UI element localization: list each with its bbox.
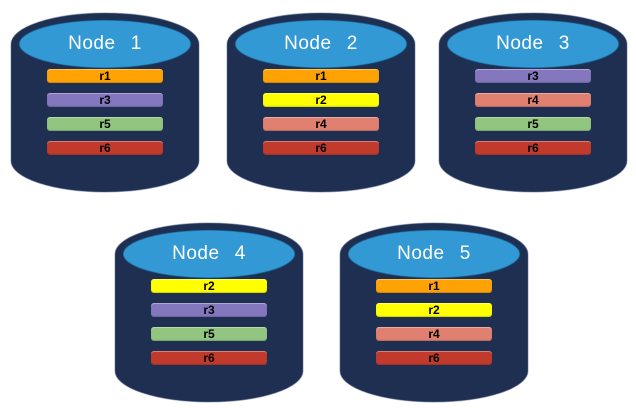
replica-bar: r3	[47, 93, 163, 107]
database-node-2: Node 2 r1 r2 r4 r6	[226, 6, 416, 196]
replica-bar: r1	[47, 69, 163, 83]
replica-list: r2 r3 r5 r6	[151, 279, 267, 365]
cylinder-top-shape	[234, 19, 408, 69]
replica-bar: r6	[376, 351, 492, 365]
replica-bar: r1	[263, 69, 379, 83]
replica-bar: r3	[475, 69, 591, 83]
replica-list: r3 r4 r5 r6	[475, 69, 591, 155]
replica-bar: r4	[475, 93, 591, 107]
node-label: Node 5	[397, 243, 471, 264]
replica-bar: r2	[376, 303, 492, 317]
replica-bar: r5	[151, 327, 267, 341]
cylinder-top-shape	[347, 229, 521, 279]
replica-bar: r2	[151, 279, 267, 293]
database-node-5: Node 5 r1 r2 r4 r6	[339, 216, 529, 406]
replica-bar: r4	[263, 117, 379, 131]
cylinder-top-shape	[18, 19, 192, 69]
replica-bar: r1	[376, 279, 492, 293]
replica-bar: r6	[47, 141, 163, 155]
database-node-4: Node 4 r2 r3 r5 r6	[114, 216, 304, 406]
replica-list: r1 r3 r5 r6	[47, 69, 163, 155]
node-label: Node 2	[284, 33, 358, 54]
node-label: Node 4	[172, 243, 246, 264]
replica-bar: r6	[263, 141, 379, 155]
node-label: Node 3	[496, 33, 570, 54]
database-node-1: Node 1 r1 r3 r5 r6	[10, 6, 200, 196]
replica-bar: r6	[151, 351, 267, 365]
cylinder-top-shape	[446, 19, 620, 69]
replica-bar: r2	[263, 93, 379, 107]
replica-bar: r6	[475, 141, 591, 155]
replica-bar: r3	[151, 303, 267, 317]
replica-bar: r5	[47, 117, 163, 131]
node-label: Node 1	[68, 33, 142, 54]
replica-list: r1 r2 r4 r6	[263, 69, 379, 155]
replica-bar: r5	[475, 117, 591, 131]
replica-bar: r4	[376, 327, 492, 341]
cylinder-top-shape	[122, 229, 296, 279]
database-node-3: Node 3 r3 r4 r5 r6	[438, 6, 628, 196]
replica-list: r1 r2 r4 r6	[376, 279, 492, 365]
